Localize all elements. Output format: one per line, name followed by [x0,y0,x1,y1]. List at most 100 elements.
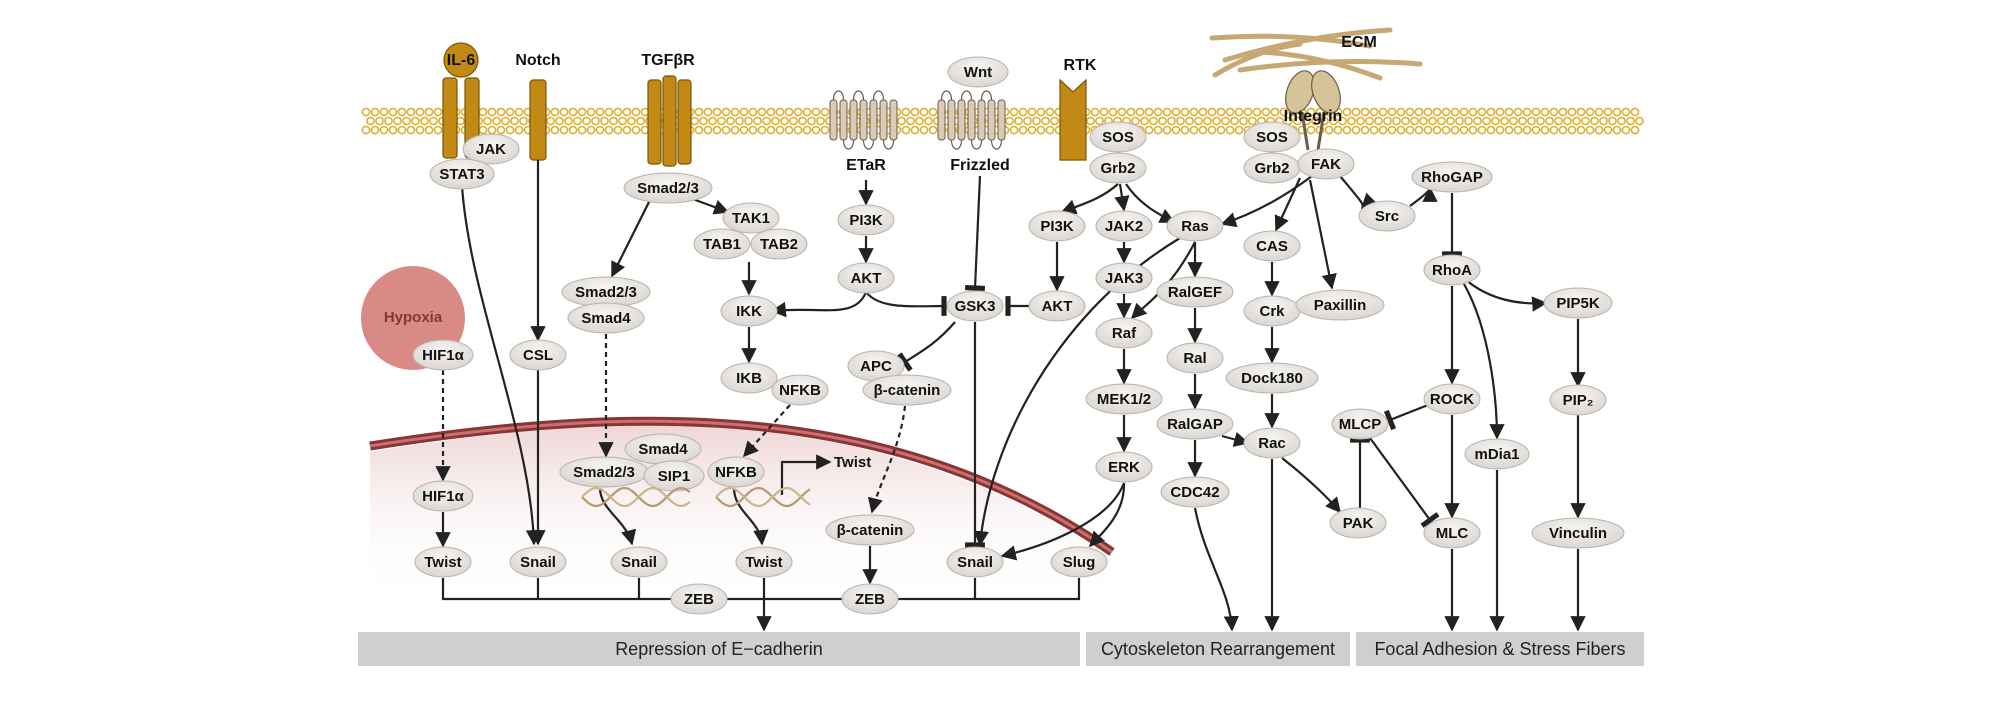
fak-to-ras [1220,175,1313,228]
node-label-smad23-a: Smad2/3 [637,180,699,197]
node-label-cas: CAS [1256,238,1288,255]
etar-label: ETaR [846,157,886,174]
rock-inhibits-mlcp [1383,403,1429,431]
node-label-smad23-b: Smad2/3 [575,284,637,301]
node-cdc42: CDC42 [1160,476,1230,508]
node-pip2: PIP₂ [1549,384,1607,416]
cytoskeleton-bar [1086,632,1350,666]
node-snail-a: Snail [509,546,567,578]
node-label-bcat-a: β-catenin [874,382,941,399]
node-stat3: STAT3 [429,158,495,190]
node-label-crk: Crk [1259,303,1285,320]
node-label-rhoa: RhoA [1432,262,1472,279]
node-label-zeb-a: ZEB [684,591,714,608]
node-jak: JAK [462,133,520,165]
akt-to-ikk [770,291,868,318]
node-label-sos-b: SOS [1256,129,1288,146]
node-mdia1: mDia1 [1464,438,1530,470]
node-gsk3: GSK3 [946,290,1004,322]
ecadherin-bar [358,632,1080,666]
node-label-csl: CSL [523,347,553,364]
node-akt-b: AKT [1028,290,1086,322]
node-label-akt-b: AKT [1042,298,1073,315]
il6-label: IL-6 [447,52,476,69]
node-label-ralgap: RalGAP [1167,416,1223,433]
node-label-grb2-b: Grb2 [1254,160,1289,177]
smad-to-snail [598,487,637,546]
node-label-pi3k-b: PI3K [1040,218,1074,235]
tgfbr-label: TGFβR [641,52,695,69]
node-jak3: JAK3 [1095,262,1153,294]
node-label-fak: FAK [1311,156,1341,173]
node-label-jak2: JAK2 [1105,218,1143,235]
rtk-receptor [1059,78,1087,161]
notch-receptor [529,79,547,161]
tgfbr-receptor-3 [677,79,692,165]
src-to-rhogap [1409,186,1438,207]
node-cas: CAS [1243,230,1301,262]
twist-gene-label: Twist [834,454,871,471]
node-label-tab1: TAB1 [703,236,741,253]
node-smad23-b: Smad2/3 [561,276,651,308]
node-mlcp: MLCP [1331,408,1389,440]
node-label-twist-b: Twist [745,554,782,571]
node-label-jak: JAK [476,141,506,158]
node-ikk: IKK [720,295,778,327]
nfkb-translocation [742,404,791,458]
gsk3-inhibits-apc [897,321,956,372]
node-tab1: TAB1 [693,228,751,260]
cdc42-to-cytoskeleton [1193,507,1239,632]
node-label-hif1a-a: HIF1α [422,347,465,364]
bcatenin-translocation [867,405,907,514]
node-zeb-a: ZEB [670,583,728,615]
node-label-pip5k: PIP5K [1556,295,1600,312]
node-label-ras: Ras [1181,218,1209,235]
dna-helix-smad [581,486,691,508]
rhoa-to-pip5k [1465,279,1548,312]
node-smad4-a: Smad4 [567,302,645,334]
mlcp-inhibits-mlc [1369,437,1440,528]
node-vinculin: Vinculin [1531,517,1625,549]
cytoskeleton-label: Cytoskeleton Rearrangement [1101,639,1335,659]
node-ikb: IKB [720,362,778,394]
focal-adhesion-label: Focal Adhesion & Stress Fibers [1374,639,1625,659]
rac-to-pak [1281,457,1341,514]
node-sip1: SIP1 [643,460,705,492]
frizzled-label: Frizzled [950,157,1010,174]
node-ralgef: RalGEF [1156,276,1234,308]
node-label-hif1a-b: HIF1α [422,488,465,505]
node-label-vinculin: Vinculin [1549,525,1607,542]
node-label-jak3: JAK3 [1105,270,1143,287]
node-slug: Slug [1050,546,1108,578]
node-label-smad4-a: Smad4 [581,310,631,327]
node-label-pi3k-a: PI3K [849,212,883,229]
node-wnt: Wnt [947,56,1009,88]
node-hif1a-b: HIF1α [412,480,474,512]
node-label-pak: PAK [1343,515,1374,532]
node-label-apc: APC [860,358,892,375]
node-akt-a: AKT [837,262,895,294]
node-label-mdia1: mDia1 [1474,446,1519,463]
il6-receptor-left [442,77,458,159]
erk-to-snail [1000,482,1126,561]
node-mlc: MLC [1423,517,1481,549]
node-tab2: TAB2 [750,228,808,260]
node-label-mek12: MEK1/2 [1097,391,1151,408]
node-label-rhogap: RhoGAP [1421,169,1483,186]
node-pi3k-a: PI3K [837,204,895,236]
node-label-snail-b: Snail [621,554,657,571]
node-twist-a: Twist [414,546,472,578]
il6-ligand [443,42,479,78]
node-erk: ERK [1095,451,1153,483]
node-apc: APC [847,350,905,382]
rtk-label: RTK [1064,57,1097,74]
grb2-to-pi3k [1060,183,1119,215]
tgfbr-receptor-2 [662,75,677,167]
node-label-erk: ERK [1108,459,1140,476]
node-ral: Ral [1166,342,1224,374]
node-label-cdc42: CDC42 [1170,484,1219,501]
node-label-twist-a: Twist [424,554,461,571]
focal-adhesion-bar [1356,632,1644,666]
